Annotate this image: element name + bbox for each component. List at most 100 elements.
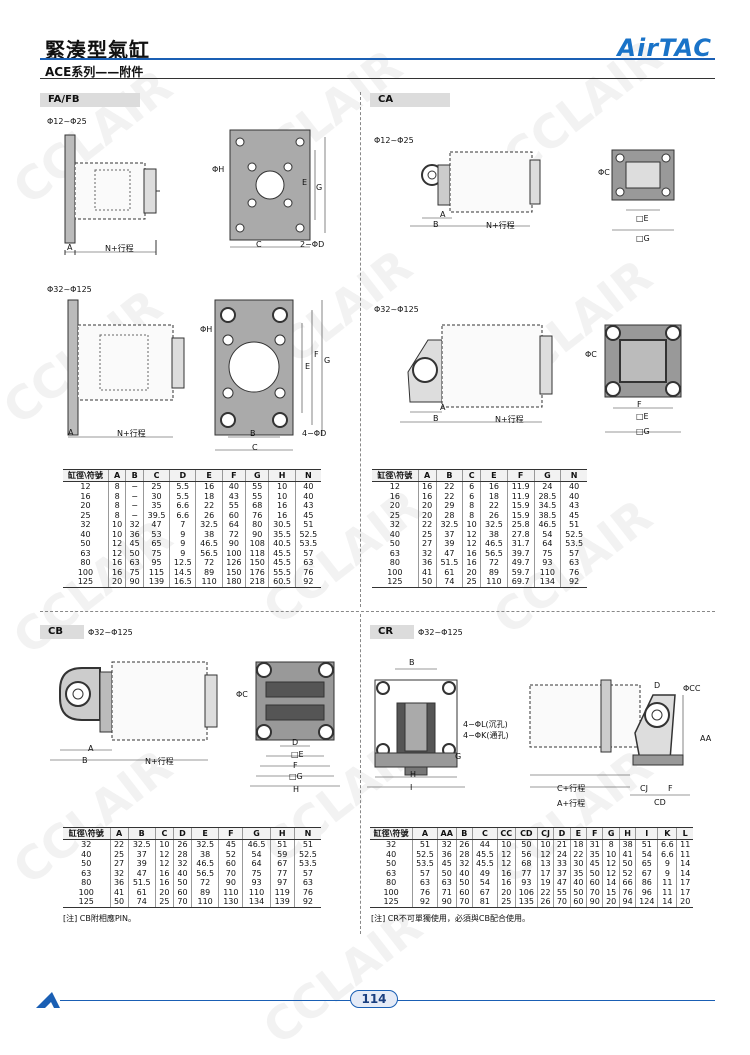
table-cell: 12 (496, 849, 516, 859)
table-cell: 36 (417, 558, 437, 568)
table-cell: 100 (383, 887, 399, 897)
table-cell: 10 (107, 520, 126, 530)
table-cell: 110 (195, 577, 223, 588)
dim-label: F (668, 784, 673, 793)
table-cell: 38 (618, 839, 636, 850)
table-cell: 40 (560, 491, 587, 501)
dim-label: C (252, 443, 258, 452)
table-cell: 56 (514, 849, 538, 859)
table-cell: 45.5 (268, 558, 296, 568)
table-cell: 6.6 (657, 849, 677, 859)
table-cell: 63 (125, 558, 144, 568)
table-cell: 32 (81, 840, 92, 849)
dim-label: ΦC (236, 690, 248, 699)
table-cell: 14.5 (169, 567, 196, 577)
table-cell: 60 (172, 887, 192, 897)
table-cell: 30.5 (268, 520, 296, 530)
dim-label: G (316, 183, 323, 192)
dim-label: H (293, 785, 300, 794)
table-cell: 110 (218, 887, 243, 897)
dim-label: G (455, 752, 462, 761)
table-cell: 92 (560, 577, 587, 588)
dim-label: □E (636, 214, 649, 223)
table-cell: 68 (245, 501, 269, 511)
range-label: Φ32~Φ125 (418, 628, 463, 637)
table-cell: 25 (496, 897, 516, 908)
dim-label: N+行程 (105, 244, 134, 253)
table-cell: 40 (455, 868, 473, 878)
table-cell: 70 (586, 887, 603, 897)
table-cell: 50 (436, 868, 457, 878)
table-cell: 12 (107, 539, 126, 549)
table-cell: 63 (81, 868, 92, 878)
table-cell: 76 (560, 567, 587, 577)
table-cell: 43 (221, 491, 246, 501)
table-cell: 61 (435, 567, 463, 577)
table-cell: 46.5 (480, 539, 508, 549)
table-cell: 52.5 (294, 529, 321, 539)
table-cell: 76 (245, 510, 269, 520)
table-cell: 39 (435, 539, 463, 549)
dim-label: 4−ΦD (302, 429, 327, 438)
table-cell: 60 (455, 887, 473, 897)
table-cell: 22 (435, 491, 463, 501)
table-cell: 51.5 (127, 878, 156, 888)
table-cell: 50 (618, 859, 636, 869)
table-cell: 45.5 (472, 859, 498, 869)
table-header: A (412, 827, 438, 840)
table-cell: 75 (533, 548, 561, 558)
range-label: Φ32~Φ125 (88, 628, 133, 637)
dim-label: CJ (640, 784, 648, 793)
table-cell: 89 (191, 887, 219, 897)
table-header: L (676, 827, 693, 840)
table-cell: 44 (472, 839, 498, 850)
table-cell: 11.9 (506, 481, 535, 492)
table-cell: 125 (63, 897, 111, 908)
table-cell: 53 (142, 529, 170, 539)
table-cell: 37 (435, 529, 463, 539)
table-cell: 90 (245, 529, 269, 539)
table-cell: 56.5 (480, 548, 508, 558)
table-cell: 37 (127, 849, 156, 859)
table-cell: 10 (462, 520, 481, 530)
table-cell: 27.8 (506, 529, 535, 539)
table-cell: 119 (269, 887, 295, 897)
cr-drawing (367, 668, 690, 796)
table-cell: 16 (154, 878, 174, 888)
table-cell: 92 (412, 897, 438, 908)
table-header: CJ (536, 827, 554, 840)
table-cell: 22 (417, 520, 437, 530)
table-cell: 45 (218, 839, 243, 850)
table-cell: 32 (172, 859, 192, 869)
table-header: G (245, 469, 269, 482)
table-cell: 32.5 (127, 839, 156, 850)
cr-note: [注] CR不可單獨使用，必須與CB配合使用。 (371, 914, 531, 923)
table-cell: 56.5 (195, 548, 223, 558)
table-cell: 41 (618, 849, 636, 859)
dim-label: ΦH (200, 325, 213, 334)
table-cell: 47 (127, 868, 156, 878)
table-cell: 41 (109, 887, 129, 897)
table-cell: 34.5 (533, 501, 561, 511)
table-cell: 72 (195, 558, 223, 568)
table-header: H (269, 827, 295, 840)
table-cell: 32 (125, 520, 144, 530)
table-header: F (218, 827, 243, 840)
table-cell: 77 (269, 868, 295, 878)
dim-label: ΦC (598, 168, 610, 177)
table-cell: 8 (107, 510, 126, 520)
dim-label: B (409, 658, 415, 667)
table-cell: 51 (293, 839, 321, 850)
table-cell: 17 (536, 868, 554, 878)
table-cell: 11 (676, 849, 693, 859)
table-cell: 15 (602, 887, 620, 897)
section-divider (360, 614, 361, 934)
